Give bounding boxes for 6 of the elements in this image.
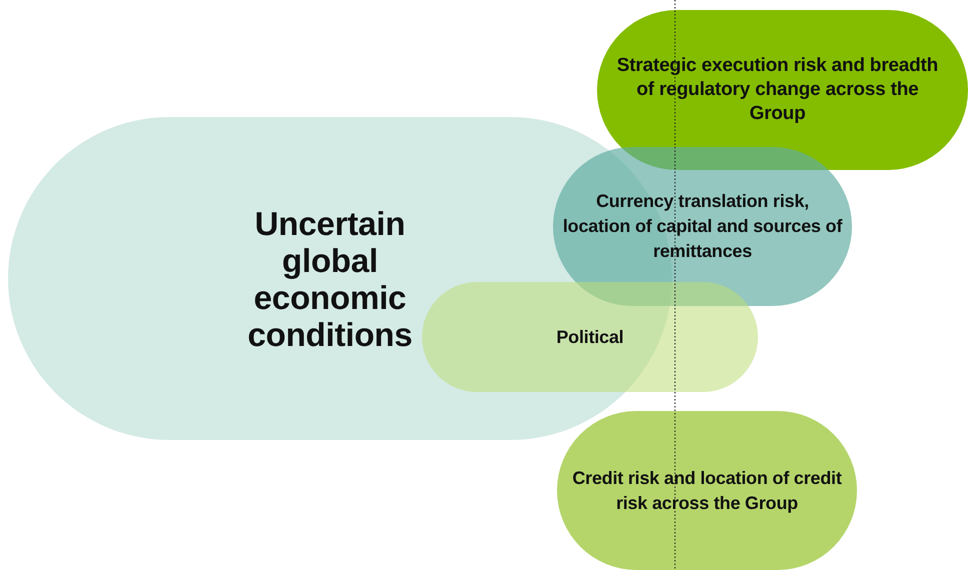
pill-label: Political bbox=[556, 326, 624, 349]
pill-label: Strategic execution risk and breadth of regulatory change across the Group bbox=[616, 54, 940, 126]
pill-label: Currency translation risk, location of capital and sources of remittances bbox=[562, 190, 842, 263]
pill-label: Credit risk and location of credit risk across the Group bbox=[572, 466, 842, 515]
pill-label: Uncertain global economic conditions bbox=[246, 204, 414, 352]
rounded-pill-shape bbox=[597, 10, 968, 170]
